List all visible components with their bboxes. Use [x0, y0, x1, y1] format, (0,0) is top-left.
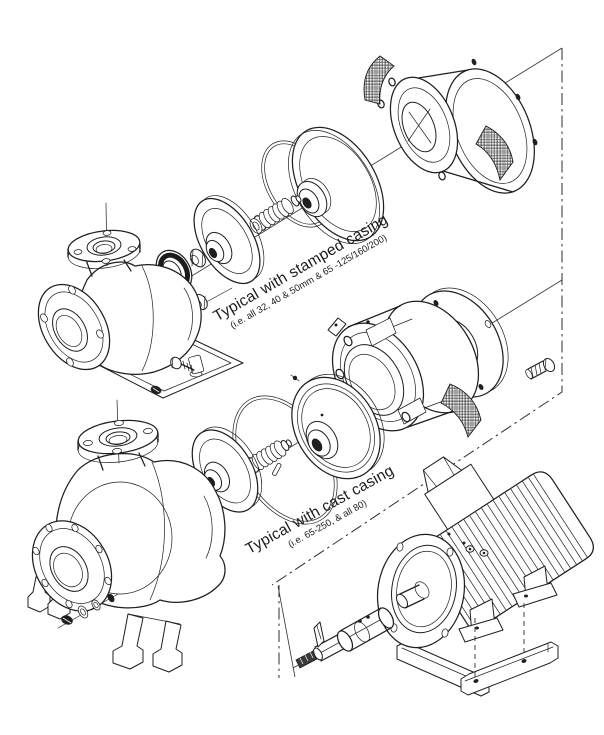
impeller-stamped — [193, 195, 265, 285]
coupling-sleeve — [336, 607, 395, 652]
drain-plug-stamped — [150, 385, 162, 395]
pump-casing-stamped — [37, 202, 205, 375]
casing-cover — [290, 373, 385, 480]
pump-casing-cast — [31, 399, 226, 612]
electric-motor — [376, 456, 594, 697]
flange-bolt — [525, 357, 556, 380]
alignment-dashed-lines — [474, 603, 525, 678]
motor-stool — [363, 55, 538, 194]
cable-glands — [447, 532, 489, 557]
label-cast-title: Typical with cast casing — [243, 462, 397, 558]
mounting-rails — [396, 641, 559, 697]
guard-grille-bottom — [475, 125, 514, 182]
shaft-key — [313, 621, 325, 648]
guard-grille — [440, 383, 482, 439]
motor-feet — [458, 565, 558, 643]
casing-bolt — [170, 356, 195, 373]
motor-shaft — [399, 584, 425, 609]
seal-plate — [288, 126, 385, 244]
stub-shaft-coupling — [295, 607, 395, 669]
clip-bracket — [327, 317, 347, 337]
thrust-washer — [249, 218, 263, 234]
seal-pin — [272, 462, 282, 476]
label-cast: Typical with cast casing (i.e. 65-250, &… — [243, 462, 397, 558]
impeller-nut — [190, 248, 206, 268]
motor-flange — [376, 533, 466, 649]
drain-plug-cast — [57, 593, 119, 629]
guard-grille-top — [363, 55, 395, 105]
